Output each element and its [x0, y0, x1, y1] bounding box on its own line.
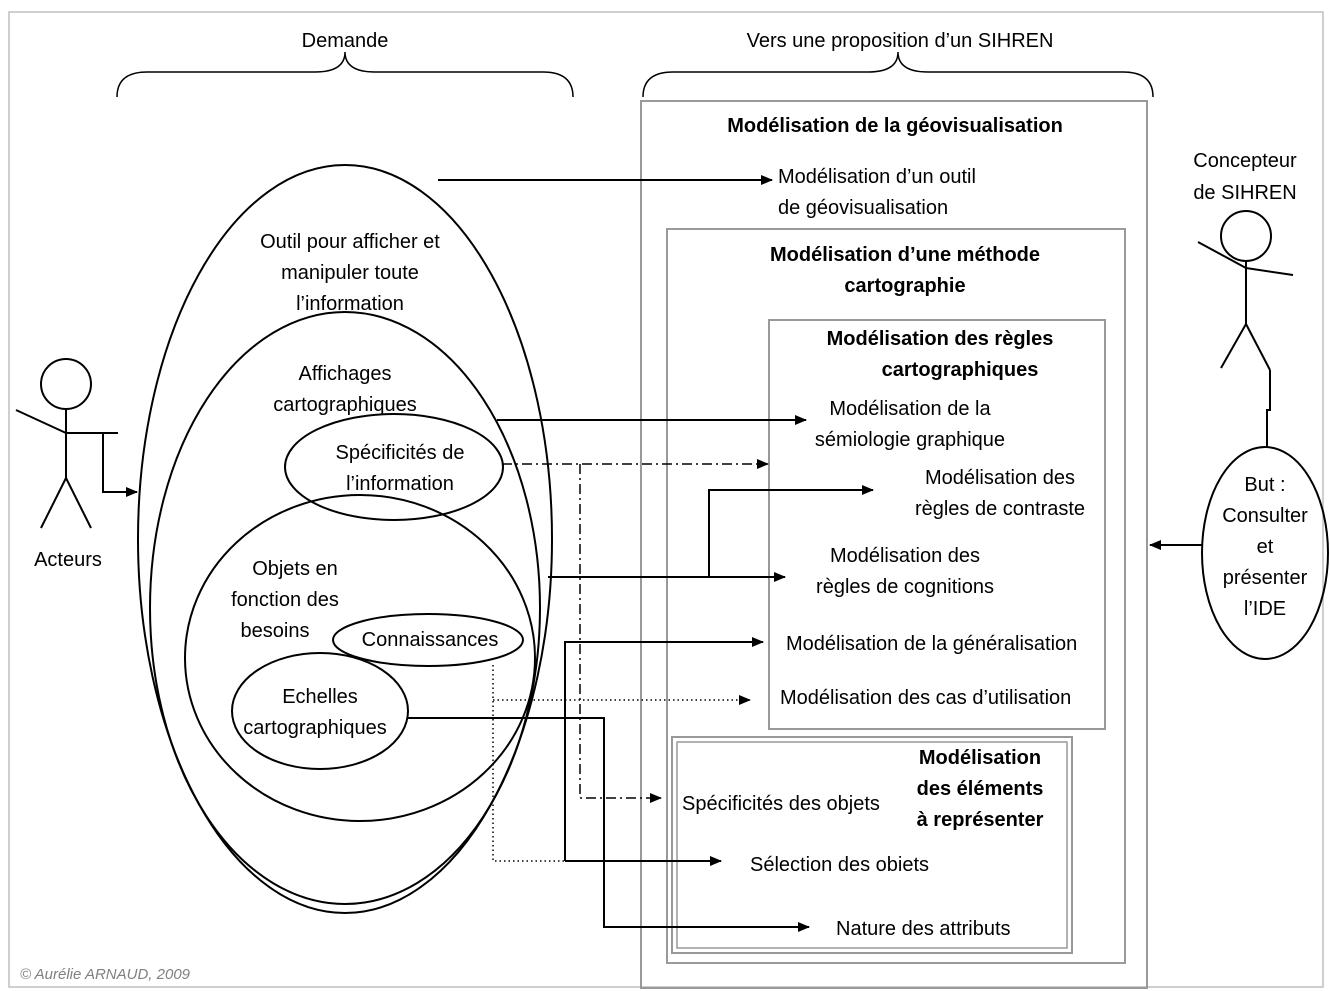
acteurs-label: Acteurs [34, 549, 102, 571]
affichages-label-1: Affichages [298, 363, 392, 385]
outil-label-1: Outil pour afficher et [260, 231, 440, 253]
arrow-to-generalisation [564, 637, 764, 861]
proposition-brace [642, 51, 1154, 98]
outil-label-2: manipuler toute [281, 262, 419, 284]
objets-label-3: besoins [240, 620, 310, 642]
but-label-2: Consulter [1222, 505, 1308, 527]
arrow-to-contraste [708, 485, 874, 577]
regles-title-2: cartographiques [881, 359, 1039, 381]
contraste-label-2: règles de contraste [914, 498, 1086, 520]
regles-title-1: Modélisation des règles [826, 328, 1054, 350]
elements-box [671, 736, 1073, 954]
elements-box-inner [676, 741, 1068, 949]
arrow-connaissances-to-selection [492, 665, 565, 862]
concepteur-figure [1197, 210, 1294, 447]
outil-geovis-label-2: de géovisualisation [778, 197, 949, 219]
nature-label: Nature des attributs [836, 918, 1011, 940]
specificites-objets-label: Spécificités des objets [682, 793, 880, 815]
cognitions-label-1: Modélisation des [829, 545, 981, 567]
elements-title-1: Modélisation [918, 747, 1042, 769]
connaissances-label: Connaissances [361, 629, 499, 651]
outil-ellipse [137, 164, 553, 914]
contraste-label-1: Modélisation des [924, 467, 1076, 489]
demande-label: Demande [301, 30, 389, 52]
acteurs-figure [15, 358, 118, 529]
arrow-acteurs-to-outil [100, 432, 138, 497]
copyright-credit: © Aurélie ARNAUD, 2009 [20, 966, 191, 983]
echelles-ellipse [231, 652, 409, 770]
specificites-info-label-2: l’information [346, 473, 454, 495]
proposition-label: Vers une proposition d’un SIHREN [746, 30, 1054, 52]
semiologie-label-2: sémiologie graphique [814, 429, 1006, 451]
objets-label-1: Objets en [252, 558, 338, 580]
specificites-info-label-1: Spécificités de [335, 442, 465, 464]
but-label-5: l’IDE [1243, 598, 1287, 620]
objets-label-2: fonction des [231, 589, 339, 611]
echelles-label-2: cartographiques [243, 717, 387, 739]
geovisualisation-box [640, 100, 1148, 989]
specificites-info-ellipse [284, 413, 504, 521]
cas-utilisation-label: Modélisation des cas d’utilisation [780, 687, 1072, 709]
connaissances-ellipse [332, 613, 524, 667]
outil-label-3: l’information [296, 293, 404, 315]
arrow-info-to-specificites-objets [579, 464, 662, 803]
but-label-3: et [1256, 536, 1274, 558]
affichages-label-2: cartographiques [273, 394, 417, 416]
generalisation-label: Modélisation de la généralisation [786, 633, 1078, 655]
affichages-ellipse [149, 311, 541, 905]
elements-title-2: des éléments [916, 778, 1044, 800]
cognitions-label-2: règles de cognitions [816, 576, 994, 598]
concepteur-label-1: Concepteur [1193, 150, 1297, 172]
methode-box [666, 228, 1126, 964]
semiologie-label-1: Modélisation de la [829, 398, 991, 420]
but-ellipse [1201, 446, 1329, 660]
but-label-1: But : [1244, 474, 1286, 496]
echelles-label-1: Echelles [282, 686, 358, 708]
arrow-to-nature [408, 717, 810, 932]
objets-ellipse [184, 494, 536, 822]
regles-box [768, 319, 1106, 730]
geovisualisation-title: Modélisation de la géovisualisation [727, 115, 1063, 137]
concepteur-label-2: de SIHREN [1193, 182, 1297, 204]
selection-label: Sélection des obiets [750, 854, 930, 876]
methode-title-1: Modélisation d’une méthode [769, 244, 1040, 266]
but-label-4: présenter [1222, 567, 1308, 589]
demande-brace [116, 51, 574, 98]
elements-title-3: à représenter [916, 809, 1044, 831]
methode-title-2: cartographie [844, 275, 966, 297]
outil-geovis-label-1: Modélisation d’un outil [778, 166, 976, 188]
